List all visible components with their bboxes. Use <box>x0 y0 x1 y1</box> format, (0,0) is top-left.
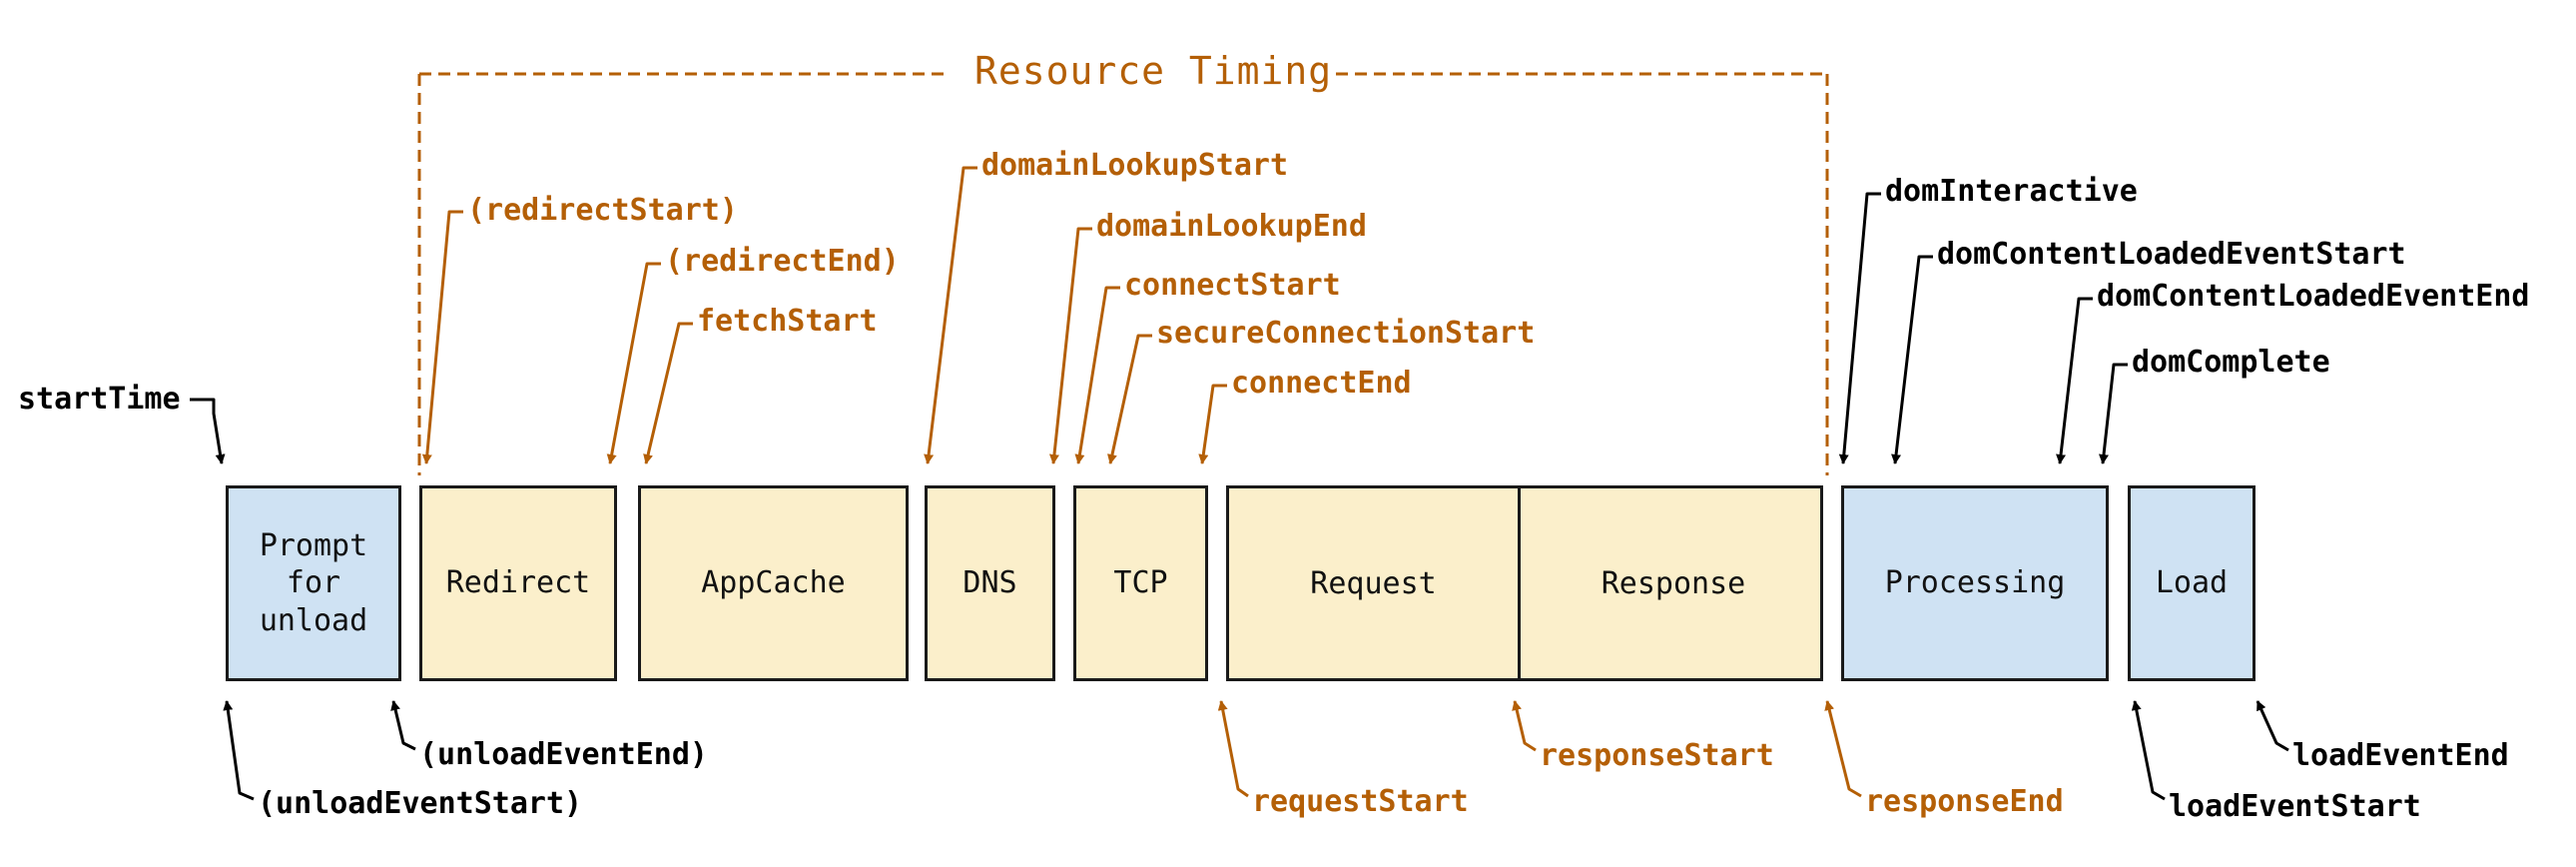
annotation-secure-connection-start: secureConnectionStart <box>1156 316 1536 351</box>
unload-event-end-arrow <box>390 700 416 751</box>
response-end-arrow <box>1824 700 1862 798</box>
box-request: Request <box>1229 488 1518 678</box>
dom-content-loaded-event-start-arrow <box>1891 255 1933 464</box>
box-appcache: AppCache <box>638 485 909 681</box>
fetch-start-arrow <box>643 322 693 464</box>
connect-start-arrow <box>1074 286 1120 464</box>
box-response: Response <box>1518 488 1826 678</box>
box-request-label: Request <box>1310 565 1437 601</box>
annotation-request-start: requestStart <box>1252 784 1469 819</box>
resource-timing-title: Resource Timing <box>974 49 1333 93</box>
domain-lookup-start-arrow <box>924 166 977 464</box>
box-tcp: TCP <box>1073 485 1208 681</box>
annotation-response-start: responseStart <box>1540 738 1774 773</box>
box-prompt-for-unload: Prompt for unload <box>226 485 401 681</box>
box-dns: DNS <box>925 485 1055 681</box>
annotation-dom-content-loaded-event-end: domContentLoadedEventEnd <box>2097 279 2530 314</box>
load-event-end-arrow <box>2255 700 2289 752</box>
box-request-response: Request Response <box>1226 485 1823 681</box>
annotation-domain-lookup-end: domainLookupEnd <box>1096 209 1367 244</box>
box-processing: Processing <box>1841 485 2109 681</box>
connect-end-arrow <box>1198 384 1227 464</box>
box-redirect: Redirect <box>419 485 617 681</box>
unload-event-start-arrow <box>223 700 255 801</box>
annotation-dom-content-loaded-event-start: domContentLoadedEventStart <box>1937 237 2406 272</box>
dom-content-loaded-event-end-arrow <box>2056 297 2093 464</box>
box-processing-label: Processing <box>1884 565 2066 601</box>
start-time-arrow <box>190 398 226 464</box>
annotation-connect-start: connectStart <box>1124 268 1341 303</box>
annotation-unload-event-end: (unloadEventEnd) <box>419 737 708 772</box>
box-load: Load <box>2128 485 2255 681</box>
annotation-unload-event-start: (unloadEventStart) <box>258 786 583 821</box>
box-dns-label: DNS <box>963 565 1017 601</box>
dom-complete-arrow <box>2099 363 2128 464</box>
redirect-end-arrow <box>606 262 661 464</box>
annotation-redirect-start: (redirectStart) <box>467 193 738 228</box>
annotation-response-end: responseEnd <box>1865 784 2064 819</box>
annotation-load-event-start: loadEventStart <box>2169 789 2421 824</box>
box-response-label: Response <box>1601 565 1746 601</box>
annotation-dom-interactive: domInteractive <box>1885 174 2138 209</box>
annotation-domain-lookup-start: domainLookupStart <box>981 148 1289 183</box>
annotation-load-event-end: loadEventEnd <box>2292 738 2509 773</box>
dom-interactive-arrow <box>1838 192 1881 464</box>
box-appcache-label: AppCache <box>701 565 846 601</box>
annotation-fetch-start: fetchStart <box>697 304 878 339</box>
response-start-arrow <box>1512 700 1537 752</box>
box-load-label: Load <box>2155 565 2229 601</box>
box-prompt-for-unload-label: Prompt for unload <box>259 527 368 638</box>
annotation-dom-complete: domComplete <box>2132 345 2330 380</box>
secure-connection-start-arrow <box>1107 334 1152 464</box>
load-event-start-arrow <box>2131 700 2166 801</box>
redirect-start-arrow <box>421 210 463 464</box>
annotation-redirect-end: (redirectEnd) <box>665 244 900 279</box>
annotation-start-time: startTime <box>18 382 181 417</box>
domain-lookup-end-arrow <box>1048 227 1092 464</box>
box-redirect-label: Redirect <box>445 565 591 601</box>
box-tcp-label: TCP <box>1113 565 1168 601</box>
request-start-arrow <box>1217 700 1249 798</box>
annotation-connect-end: connectEnd <box>1231 366 1412 401</box>
